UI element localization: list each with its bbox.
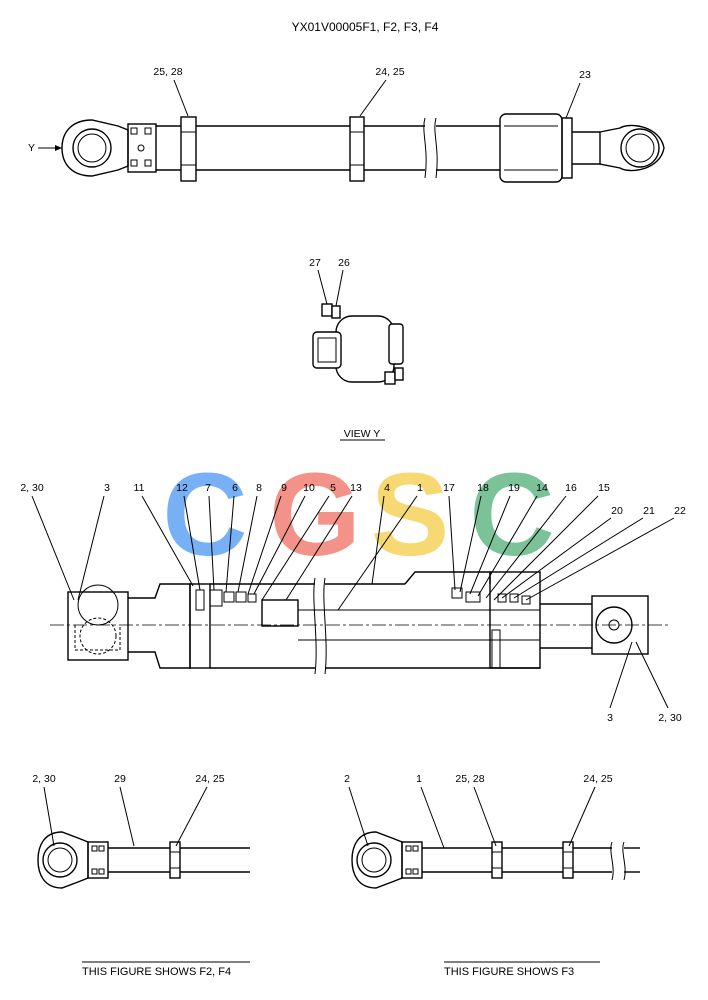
view-y-fitting-bottom: [384, 371, 396, 385]
section-view: 2, 30 3 11 12 7 6 8 9 10 5 13 4 1 17 18 …: [20, 482, 686, 724]
section-callout-12: 12: [176, 482, 188, 494]
section-callout-5: 5: [330, 482, 336, 494]
section-callout-3-bottom: 3: [607, 712, 613, 724]
callout-27: 27: [309, 257, 321, 269]
section-callout-1: 1: [417, 482, 423, 494]
grease-fitting: [137, 144, 145, 152]
view-y-detail: 27 26 VIEW Y: [309, 257, 404, 441]
piston: [189, 583, 211, 669]
section-callout-19: 19: [508, 482, 520, 494]
section-callout-17: 17: [443, 482, 455, 494]
y-arrow-head: [55, 145, 62, 151]
right-eye-bore: [620, 128, 660, 168]
top-cylinder-view: Y: [28, 66, 665, 183]
section-callout-9: 9: [281, 482, 287, 494]
figure-f3: 2 1 25, 28 24, 25 THIS FIGURE SHOWS F3: [344, 773, 640, 978]
section-callout-15: 15: [598, 482, 610, 494]
section-cylinder-head: [489, 571, 541, 669]
section-callout-16: 16: [565, 482, 577, 494]
section-callout-2-30: 2, 30: [20, 482, 44, 494]
callout-24-25: 24, 25: [375, 66, 404, 78]
f3-callout-2: 2: [344, 773, 350, 785]
right-end-block: [591, 595, 649, 655]
section-callout-18: 18: [477, 482, 489, 494]
left-rod-eye: [61, 119, 129, 177]
cylinder-head: [499, 113, 563, 183]
clevis-block: [127, 123, 157, 173]
f3-callout-1: 1: [416, 773, 422, 785]
f3-callout-25-28: 25, 28: [455, 773, 484, 785]
view-y-fitting-top: [321, 303, 333, 317]
callout-25-28: 25, 28: [153, 66, 182, 78]
watermark-letter-g: G: [269, 449, 361, 581]
right-rod-eye: [599, 124, 665, 172]
watermark-letter-s: S: [371, 449, 450, 581]
y-arrow-label: Y: [28, 142, 35, 154]
pipe-clamp-band-1: [180, 116, 197, 182]
section-callout-8: 8: [256, 482, 262, 494]
section-callout-7: 7: [205, 482, 211, 494]
diagram-title: YX01V00005F1, F2, F3, F4: [292, 20, 439, 34]
f2f4-callout-29: 29: [114, 773, 126, 785]
watermark-letter-c1: C: [162, 449, 247, 581]
view-y-label: VIEW Y: [344, 428, 381, 440]
cgsc-watermark: C G S C: [162, 449, 554, 581]
section-callout-10: 10: [303, 482, 315, 494]
pipe-clamp-band-2: [349, 116, 365, 182]
watermark-letter-c2: C: [469, 449, 554, 581]
caption-f3: THIS FIGURE SHOWS F3: [444, 966, 574, 978]
f2f4-callout-24-25: 24, 25: [195, 773, 224, 785]
section-callout-20: 20: [611, 505, 623, 517]
section-callout-21: 21: [643, 505, 655, 517]
callout-26: 26: [338, 257, 350, 269]
caption-f2-f4: THIS FIGURE SHOWS F2, F4: [82, 966, 231, 978]
figure-f2-f4: 2, 30 29 24, 25 THIS FIGURE SHOWS F2, F4: [32, 773, 250, 978]
left-eye-bore: [72, 128, 112, 168]
section-callout-3: 3: [104, 482, 110, 494]
left-end-block: [67, 591, 129, 661]
section-callout-2-30-bottom: 2, 30: [658, 712, 682, 724]
f2f4-callout-2-30: 2, 30: [32, 773, 56, 785]
callout-23: 23: [579, 69, 591, 81]
section-callout-22: 22: [674, 505, 686, 517]
section-callout-11: 11: [134, 482, 145, 494]
section-callout-13: 13: [350, 482, 362, 494]
left-eye-bushing: [77, 133, 107, 163]
section-callout-4: 4: [384, 482, 390, 494]
section-callout-14: 14: [536, 482, 548, 494]
section-callout-6: 6: [232, 482, 238, 494]
f3-callout-24-25: 24, 25: [583, 773, 612, 785]
